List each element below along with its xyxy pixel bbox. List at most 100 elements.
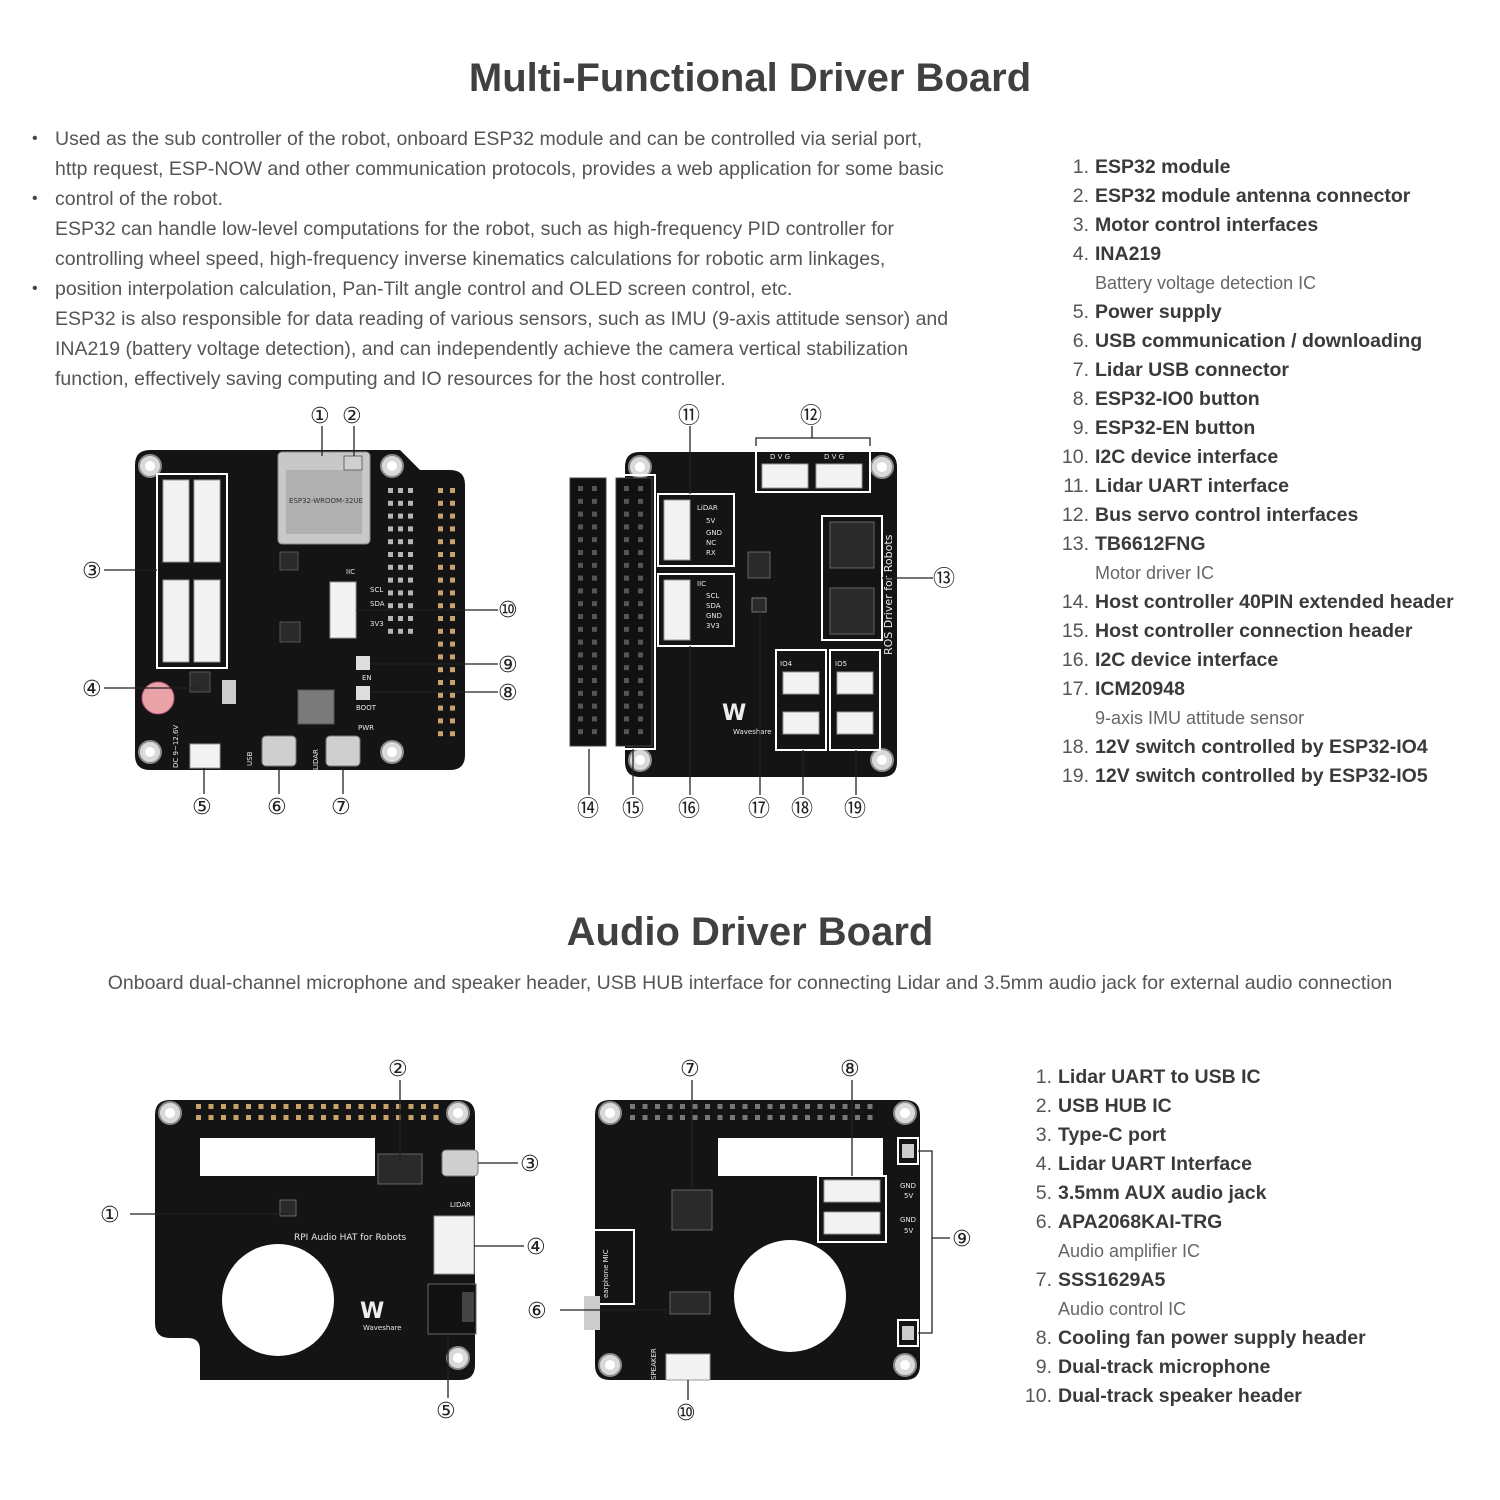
header-pin xyxy=(408,539,413,545)
header-pin xyxy=(388,526,393,532)
header-pin xyxy=(438,705,443,711)
audio-callout-5: ⑤ xyxy=(436,1399,456,1424)
bullet-item: • control of the robot. ESP32 can handle… xyxy=(30,184,1040,274)
header-pin xyxy=(624,626,629,632)
header-pin xyxy=(450,718,455,724)
header-pin xyxy=(742,1115,748,1120)
header-pin xyxy=(221,1115,226,1120)
header-pin xyxy=(296,1115,301,1120)
bullet-line: ESP32 is also responsible for data readi… xyxy=(55,308,949,330)
feature-sublabel: 9-axis IMU attitude sensor xyxy=(1095,708,1305,728)
driver-board-top-view: ESP32-WROOM-32UE IIC SCL SDA 3V3 EN BOOT… xyxy=(135,450,465,770)
header-pin xyxy=(408,1104,414,1109)
feature-label: 12V switch controlled by ESP32-IO5 xyxy=(1095,765,1428,787)
feature-label: Dual-track speaker header xyxy=(1058,1385,1302,1407)
header-pin xyxy=(578,652,583,658)
header-pin xyxy=(730,1115,735,1120)
header-pin xyxy=(638,614,643,619)
header-pin xyxy=(196,1115,201,1120)
header-pin xyxy=(578,550,583,555)
header-pin xyxy=(398,513,403,519)
header-pin xyxy=(450,692,455,698)
feature-item: 10.I2C device interface xyxy=(1055,443,1454,472)
header-pin xyxy=(398,628,403,634)
callout-14: ⑭ xyxy=(577,797,599,822)
header-pin xyxy=(450,616,455,621)
header-pin xyxy=(321,1115,326,1120)
speaker-label: SPEAKER xyxy=(650,1348,658,1380)
feature-item: 4.Lidar UART Interface xyxy=(1018,1150,1366,1179)
header-pin xyxy=(283,1115,289,1120)
feature-number: 4. xyxy=(1035,1153,1052,1175)
header-pin xyxy=(592,562,597,568)
feature-item: 5.Power supply xyxy=(1055,298,1454,327)
header-pin xyxy=(624,511,629,517)
feature-number: 9. xyxy=(1072,417,1089,439)
feature-label: I2C device interface xyxy=(1095,446,1279,468)
header-pin xyxy=(388,564,393,570)
feature-label: USB communication / downloading xyxy=(1095,330,1423,352)
feature-number: 13. xyxy=(1061,533,1089,555)
header-pin xyxy=(438,731,443,737)
audio-callout-10: ⑩ xyxy=(676,1401,696,1426)
audio-callout-6: ⑥ xyxy=(527,1299,547,1324)
header-pin xyxy=(388,500,393,506)
bullet-line: INA219 (battery voltage detection), and … xyxy=(55,338,909,360)
header-pin xyxy=(578,690,583,696)
feature-item: 10.Dual-track speaker header xyxy=(1018,1382,1366,1411)
leader-lines-2 xyxy=(130,1080,950,1400)
header-pin xyxy=(592,665,597,671)
feature-item: 8.Cooling fan power supply header xyxy=(1018,1324,1366,1353)
header-pin xyxy=(805,1104,810,1109)
header-pin xyxy=(421,1115,426,1120)
header-pin xyxy=(855,1104,860,1109)
mic-label: earphone MIC xyxy=(602,1249,610,1298)
audio-board-bottom-view: GND 5V GND 5V earphone MIC SPEAKER xyxy=(584,1100,920,1381)
feature-label: TB6612FNG xyxy=(1095,533,1206,555)
header-pin xyxy=(450,488,455,493)
header-pin xyxy=(321,1104,326,1109)
feature-label: SSS1629A5 xyxy=(1058,1269,1166,1291)
header-pin xyxy=(624,550,629,555)
feature-item: 15.Host controller connection header xyxy=(1055,617,1454,646)
callout-2: ② xyxy=(342,404,362,429)
feature-item: 12.Bus servo control interfaces xyxy=(1055,501,1454,530)
feature-label: USB HUB IC xyxy=(1058,1095,1172,1117)
header-pin xyxy=(578,703,583,709)
feature-number: 18. xyxy=(1061,736,1089,758)
feature-label: INA219 xyxy=(1095,243,1162,265)
header-pin xyxy=(450,500,455,506)
header-pin xyxy=(258,1115,264,1120)
header-pin xyxy=(705,1104,710,1109)
header-pin xyxy=(817,1115,823,1120)
header-pin xyxy=(642,1104,648,1109)
gnd-label: GND xyxy=(706,529,722,537)
header-pin xyxy=(208,1104,214,1109)
header-pin xyxy=(638,729,643,735)
header-pin xyxy=(717,1104,723,1109)
header-pin xyxy=(624,614,629,619)
bullet-line: controlling wheel speed, high-frequency … xyxy=(55,248,886,270)
header-pin xyxy=(755,1104,760,1109)
leader-lines-1 xyxy=(104,426,933,795)
bullet-line: position interpolation calculation, Pan-… xyxy=(55,278,793,300)
header-pin xyxy=(667,1115,673,1120)
5v-label: 5V xyxy=(706,517,715,525)
header-pin xyxy=(592,498,597,504)
header-pin xyxy=(346,1115,351,1120)
dc-label: DC 9~12.6V xyxy=(172,725,180,768)
feature-label: APA2068KAI-TRG xyxy=(1058,1211,1223,1233)
feature-item: 16.I2C device interface xyxy=(1055,646,1454,675)
header-pin xyxy=(308,1115,314,1120)
feature-label: 12V switch controlled by ESP32-IO4 xyxy=(1095,736,1428,758)
feature-label: Dual-track microphone xyxy=(1058,1356,1271,1378)
header-pin xyxy=(638,690,643,696)
header-pin xyxy=(667,1104,673,1109)
svg-text:W: W xyxy=(722,701,746,726)
feature-number: 6. xyxy=(1035,1211,1052,1233)
header-pin xyxy=(624,703,629,709)
header-pin xyxy=(408,526,413,532)
header-pin xyxy=(642,1115,648,1120)
sda-label: SDA xyxy=(370,600,385,608)
header-pin xyxy=(438,526,443,532)
